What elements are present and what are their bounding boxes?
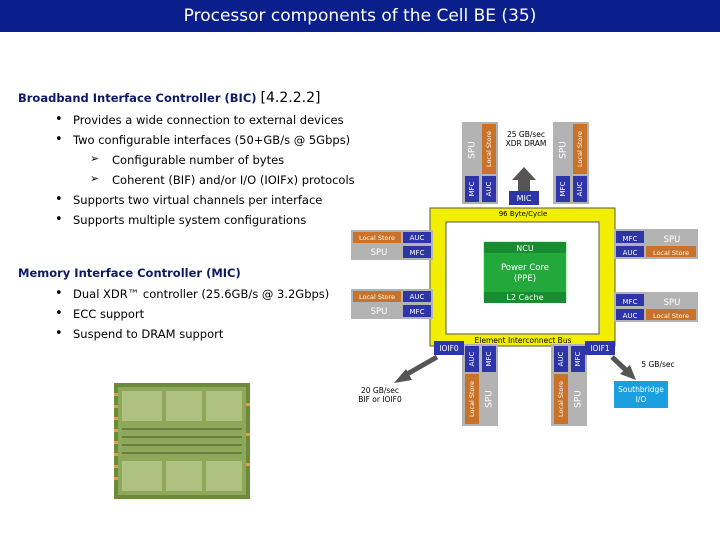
page-title: Processor components of the Cell BE (35) <box>0 0 720 32</box>
svg-text:MFC: MFC <box>468 181 476 196</box>
svg-text:AUC: AUC <box>410 234 425 242</box>
l2-cache-label: L2 Cache <box>507 293 544 302</box>
bullet-icon: • <box>55 192 63 207</box>
svg-text:SPU: SPU <box>574 390 584 408</box>
cell-die-photo <box>114 383 250 499</box>
mic-bullet-1: •Dual XDR™ controller (25.6GB/s @ 3.2Gbp… <box>55 286 330 301</box>
ioif0-label: IOIF0 <box>439 344 459 353</box>
spe-right-upper: MFC SPU AUC Local Store <box>614 229 698 259</box>
power-core-label: Power Core(PPE) <box>501 263 549 284</box>
svg-text:SPU: SPU <box>468 141 478 159</box>
spe-bottom-right: AUC MFC Local Store SPU <box>551 344 587 426</box>
cycle-label: 96 Byte/Cycle <box>499 210 548 218</box>
arrow-bullet-icon: ➢ <box>90 152 100 165</box>
spe-right-lower: MFC SPU AUC Local Store <box>614 292 698 322</box>
bic-bullet-2: •Two configurable interfaces (50+GB/s @ … <box>55 132 351 147</box>
eib-label: Element Interconnect Bus <box>475 336 572 345</box>
spe-left-upper: Local Store AUC SPU MFC <box>351 230 433 260</box>
southbridge-block <box>614 381 668 408</box>
svg-text:MFC: MFC <box>485 351 493 366</box>
spe-left-lower: Local Store AUC SPU MFC <box>351 289 433 319</box>
svg-text:Local Store: Local Store <box>359 234 395 242</box>
svg-text:MFC: MFC <box>410 249 425 257</box>
svg-text:SPU: SPU <box>664 298 681 308</box>
ioif0-block <box>434 341 464 355</box>
svg-text:MFC: MFC <box>559 181 567 196</box>
mic-bullet-2: •ECC support <box>55 306 145 321</box>
svg-text:AUC: AUC <box>485 181 493 196</box>
spe-bottom-left: AUC MFC Local Store SPU <box>462 344 498 426</box>
bic-sub-bullet-2: ➢Coherent (BIF) and/or I/O (IOIFx) proto… <box>90 172 355 187</box>
svg-text:SPU: SPU <box>664 235 681 245</box>
right-bandwidth-label: 5 GB/sec <box>641 360 674 369</box>
svg-text:MFC: MFC <box>574 351 582 366</box>
bic-sub-bullet-1: ➢Configurable number of bytes <box>90 152 285 167</box>
svg-text:Local Store: Local Store <box>557 381 565 417</box>
svg-text:AUC: AUC <box>468 351 476 366</box>
svg-text:AUC: AUC <box>623 249 638 257</box>
svg-text:AUC: AUC <box>410 293 425 301</box>
svg-text:Local Store: Local Store <box>359 293 395 301</box>
bullet-icon: • <box>55 306 63 321</box>
bic-bullet-3: •Supports two virtual channels per inter… <box>55 192 323 207</box>
bic-bullet-1: •Provides a wide connection to external … <box>55 112 344 127</box>
bullet-icon: • <box>55 326 63 341</box>
svg-text:MFC: MFC <box>623 235 638 243</box>
bic-heading-text: Broadband Interface Controller (BIC) <box>18 91 257 105</box>
svg-text:Local Store: Local Store <box>576 131 584 167</box>
svg-text:SPU: SPU <box>559 141 569 159</box>
svg-text:SPU: SPU <box>371 307 388 317</box>
mic-bullet-3: •Suspend to DRAM support <box>55 326 224 341</box>
svg-text:Local Store: Local Store <box>485 131 493 167</box>
arrow-bullet-icon: ➢ <box>90 172 100 185</box>
bullet-icon: • <box>55 132 63 147</box>
svg-text:MFC: MFC <box>410 308 425 316</box>
bullet-icon: • <box>55 286 63 301</box>
mic-label: MIC <box>517 194 532 203</box>
bic-reference: [4.2.2.2] <box>260 90 321 106</box>
svg-text:AUC: AUC <box>557 351 565 366</box>
bic-heading: Broadband Interface Controller (BIC) [4.… <box>18 90 320 106</box>
spe-top-right: SPU Local Store MFC AUC <box>553 122 589 204</box>
svg-text:Local Store: Local Store <box>653 312 689 320</box>
mic-block <box>509 191 539 205</box>
bic-bullet-4: •Supports multiple system configurations <box>55 212 307 227</box>
svg-text:Local Store: Local Store <box>468 381 476 417</box>
bullet-icon: • <box>55 112 63 127</box>
svg-text:AUC: AUC <box>576 181 584 196</box>
mic-heading: Memory Interface Controller (MIC) <box>18 266 241 280</box>
svg-text:Local Store: Local Store <box>653 249 689 257</box>
svg-text:MFC: MFC <box>623 298 638 306</box>
spe-top-left: SPU Local Store MFC AUC <box>462 122 498 204</box>
svg-text:SPU: SPU <box>371 248 388 258</box>
ioif1-label: IOIF1 <box>590 344 610 353</box>
bullet-icon: • <box>55 212 63 227</box>
ioif1-block <box>585 341 615 355</box>
svg-text:SPU: SPU <box>485 390 495 408</box>
ncu-label: NCU <box>516 244 534 253</box>
svg-text:AUC: AUC <box>623 312 638 320</box>
